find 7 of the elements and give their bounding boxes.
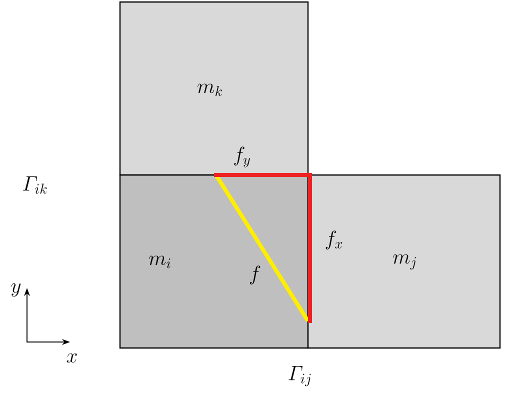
axis-label: $y$ [11,283,21,297]
axis-label: $x$ [66,353,77,363]
component-label: $f_y$ [234,146,250,168]
boundary-label: $\varGamma_{ik}$ [23,176,47,194]
vector-label: $f$ [250,266,260,284]
boundary-label: $\varGamma_{ij}$ [288,366,311,386]
component-label: $f_x$ [326,230,342,250]
